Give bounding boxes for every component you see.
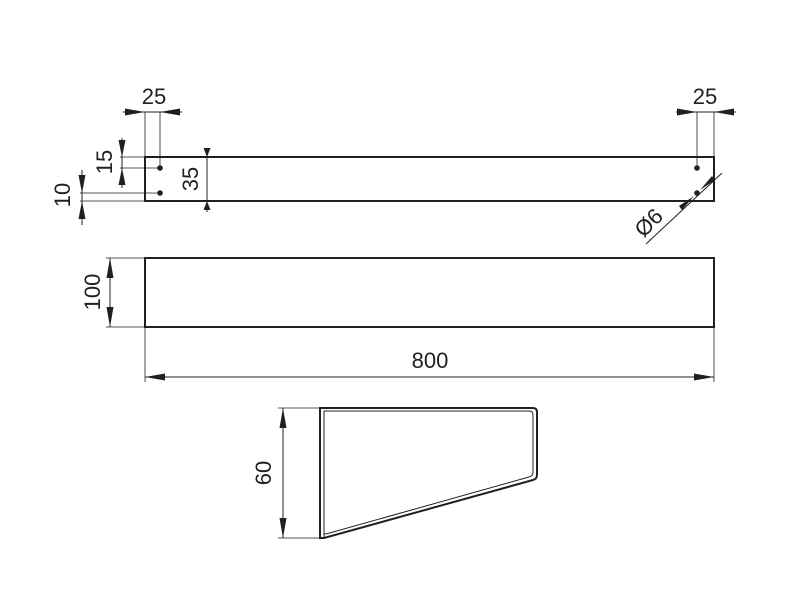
dim-label-15: 15 [92, 150, 117, 174]
side-view [319, 407, 538, 539]
dim-hole-offset-right: 25 [676, 84, 736, 168]
dim-depth: 60 [251, 407, 320, 539]
dim-label-25-right: 25 [693, 84, 717, 109]
top-view-outline [144, 156, 715, 202]
top-view [144, 156, 715, 202]
dim-label-60: 60 [251, 461, 276, 485]
dim-label-diameter: Ø6 [629, 203, 667, 241]
dim-label-10: 10 [50, 183, 75, 207]
dim-label-35: 35 [178, 167, 203, 191]
dim-length: 800 [144, 327, 715, 382]
dim-hole-top-edge: 15 [92, 138, 160, 188]
dim-hole-spacing: 35 [160, 148, 212, 212]
dim-hole-bottom-edge: 10 [50, 170, 160, 225]
dim-hole-offset-left: 25 [123, 84, 182, 168]
dim-height: 100 [80, 257, 145, 328]
dim-label-25-left: 25 [142, 84, 166, 109]
front-view-outline [144, 257, 715, 328]
dim-hole-diameter: Ø6 [629, 172, 723, 245]
side-view-outline [319, 407, 538, 539]
dim-label-800: 800 [412, 348, 449, 373]
dim-label-100: 100 [80, 274, 105, 311]
side-view-inner-edge [323, 410, 534, 535]
front-view [144, 257, 715, 328]
